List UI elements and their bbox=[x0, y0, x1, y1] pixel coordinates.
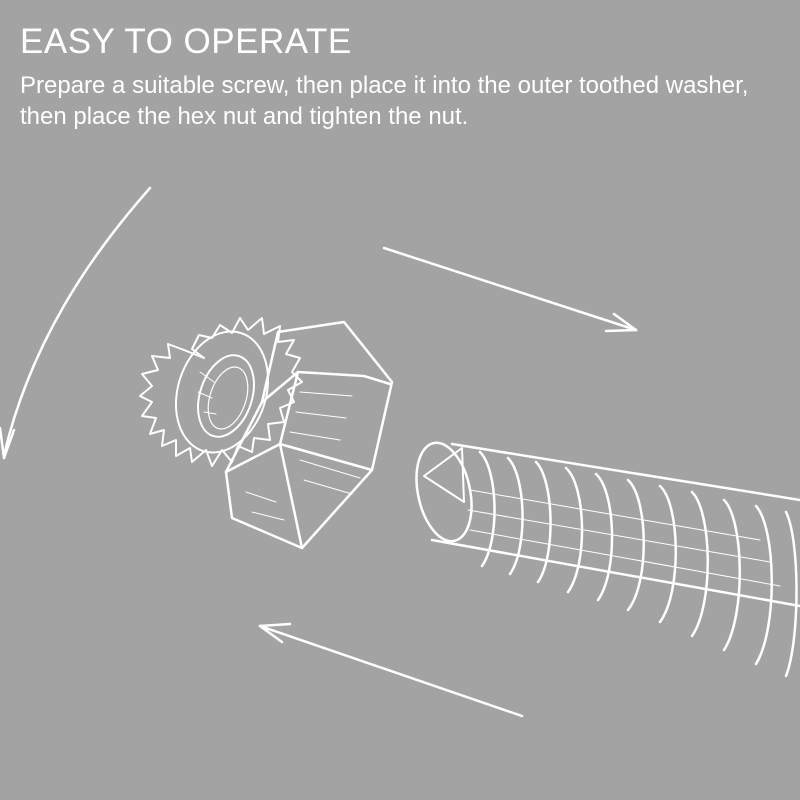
description-text: Prepare a suitable screw, then place it … bbox=[20, 72, 749, 130]
curved-arrow-icon bbox=[0, 186, 152, 460]
arrow-left-icon bbox=[258, 622, 524, 718]
hex-nut-icon bbox=[224, 320, 394, 550]
arrow-right-icon bbox=[382, 246, 638, 333]
headline: EASY TO OPERATE bbox=[20, 22, 352, 61]
screw-icon bbox=[415, 441, 800, 678]
toothed-washer-icon bbox=[139, 317, 303, 467]
